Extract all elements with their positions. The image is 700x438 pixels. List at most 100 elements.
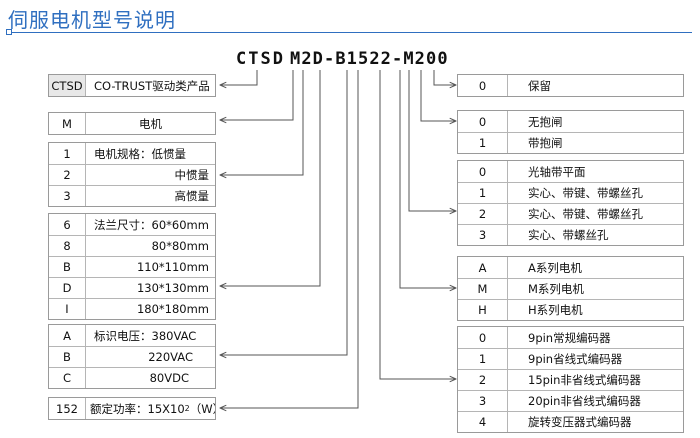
table-row: 0 保留 <box>458 75 683 96</box>
row-key: 3 <box>49 186 86 206</box>
row-key: M <box>458 279 508 299</box>
voltage-table: A 标识电压：380VAC B 220VAC C 80VDC <box>48 324 216 389</box>
table-row: 2 15pin非省线式编码器 <box>458 369 683 390</box>
row-key: M <box>49 113 86 134</box>
row-key: 0 <box>458 111 508 132</box>
row-key: 1 <box>49 143 86 164</box>
power-value-suffix: （W） <box>189 401 215 416</box>
row-value: M系列电机 <box>528 282 584 296</box>
row-key: CTSD <box>49 75 86 96</box>
table-row: 1 带抱闸 <box>458 132 683 153</box>
row-key: H <box>458 300 508 320</box>
row-value: 电机 <box>139 116 162 131</box>
row-value: 高惯量 <box>174 189 210 203</box>
row-key: 2 <box>458 204 508 224</box>
row-value: 法兰尺寸：60*60mm <box>94 217 209 232</box>
row-key: 0 <box>458 327 508 348</box>
connector-type <box>220 70 294 120</box>
row-value: CO-TRUST驱动类产品 <box>94 78 210 93</box>
row-key: 1 <box>458 349 508 369</box>
row-value: 80VDC <box>149 371 189 385</box>
table-row: 6 法兰尺寸：60*60mm <box>49 214 215 235</box>
row-key: 8 <box>49 236 86 256</box>
table-row: M 电机 <box>49 113 215 134</box>
table-row: 4 旋转变压器式编码器 <box>458 411 683 432</box>
connector-flange <box>220 70 321 286</box>
row-key: A <box>49 325 86 346</box>
table-row: C 80VDC <box>49 367 215 388</box>
row-value: H系列电机 <box>528 303 583 317</box>
row-key: 1 <box>458 133 508 153</box>
table-row: I 180*180mm <box>49 298 215 319</box>
power-value-prefix: 额定功率：15X10 <box>90 401 185 416</box>
brand-table: CTSD CO-TRUST驱动类产品 <box>48 74 216 97</box>
row-key: 3 <box>458 391 508 411</box>
table-row: 2 中惯量 <box>49 164 215 185</box>
connector-voltage <box>220 70 348 355</box>
row-key: 152 <box>49 398 86 419</box>
row-value: 实心、带键、带螺丝孔 <box>528 186 643 200</box>
row-value: 电机规格：低惯量 <box>94 146 186 161</box>
table-row: CTSD CO-TRUST驱动类产品 <box>49 75 215 96</box>
table-row: 1 电机规格：低惯量 <box>49 143 215 164</box>
title-divider-marker <box>6 29 12 35</box>
row-key: 3 <box>458 225 508 245</box>
row-key: C <box>49 368 86 388</box>
connector-power <box>220 70 359 408</box>
row-key: 4 <box>458 412 508 432</box>
row-value: 15pin非省线式编码器 <box>528 373 641 387</box>
table-row: 0 无抱闸 <box>458 111 683 132</box>
flange-size-table: 6 法兰尺寸：60*60mm 8 80*80mm B 110*110mm D 1… <box>48 213 216 320</box>
table-row: D 130*130mm <box>49 277 215 298</box>
row-key: B <box>49 257 86 277</box>
row-value: 9pin省线式编码器 <box>528 352 623 366</box>
row-value: 实心、带键、带螺丝孔 <box>528 207 643 221</box>
row-value: 130*130mm <box>136 281 209 295</box>
row-key: A <box>458 257 508 278</box>
connector-reserved <box>433 70 456 85</box>
model-code-body: M2D-B1522-M200 <box>290 49 449 69</box>
row-value: 无抱闸 <box>528 114 563 129</box>
row-value: A系列电机 <box>528 260 582 275</box>
row-key: B <box>49 347 86 367</box>
row-value: 中惯量 <box>174 168 210 182</box>
table-row: 0 光轴带平面 <box>458 161 683 182</box>
row-value: 光轴带平面 <box>528 164 586 179</box>
connector-shaft <box>408 70 456 211</box>
row-value: 标识电压：380VAC <box>94 328 197 343</box>
row-value: 110*110mm <box>136 260 209 274</box>
table-row: 1 9pin省线式编码器 <box>458 348 683 369</box>
row-value: 220VAC <box>148 350 193 364</box>
row-value: 80*80mm <box>151 239 209 253</box>
model-code-prefix: CTSD <box>236 49 285 69</box>
row-key: 2 <box>458 370 508 390</box>
row-value: 180*180mm <box>136 302 209 316</box>
motor-inertia-table: 1 电机规格：低惯量 2 中惯量 3 高惯量 <box>48 142 216 207</box>
table-row: 2 实心、带键、带螺丝孔 <box>458 203 683 224</box>
connector-brake <box>420 70 456 121</box>
connector-inertia <box>220 70 304 175</box>
table-row: 3 20pin非省线式编码器 <box>458 390 683 411</box>
row-value: 实心、带螺丝孔 <box>528 228 609 242</box>
encoder-table: 0 9pin常规编码器 1 9pin省线式编码器 2 15pin非省线式编码器 … <box>457 326 684 433</box>
title-divider <box>8 32 692 33</box>
motor-series-table: A A系列电机 M M系列电机 H H系列电机 <box>457 256 684 321</box>
table-row: 3 高惯量 <box>49 185 215 206</box>
table-row: 8 80*80mm <box>49 235 215 256</box>
table-row: 3 实心、带螺丝孔 <box>458 224 683 245</box>
shaft-type-table: 0 光轴带平面 1 实心、带键、带螺丝孔 2 实心、带键、带螺丝孔 3 实心、带… <box>457 160 684 246</box>
connector-brand <box>220 70 258 85</box>
row-key: 0 <box>458 161 508 182</box>
connector-series <box>399 70 456 288</box>
table-row: A 标识电压：380VAC <box>49 325 215 346</box>
row-value: 保留 <box>528 78 551 93</box>
row-key: D <box>49 278 86 298</box>
table-row: B 110*110mm <box>49 256 215 277</box>
row-key: 2 <box>49 165 86 185</box>
row-value: 旋转变压器式编码器 <box>528 415 632 429</box>
row-key: 6 <box>49 214 86 235</box>
